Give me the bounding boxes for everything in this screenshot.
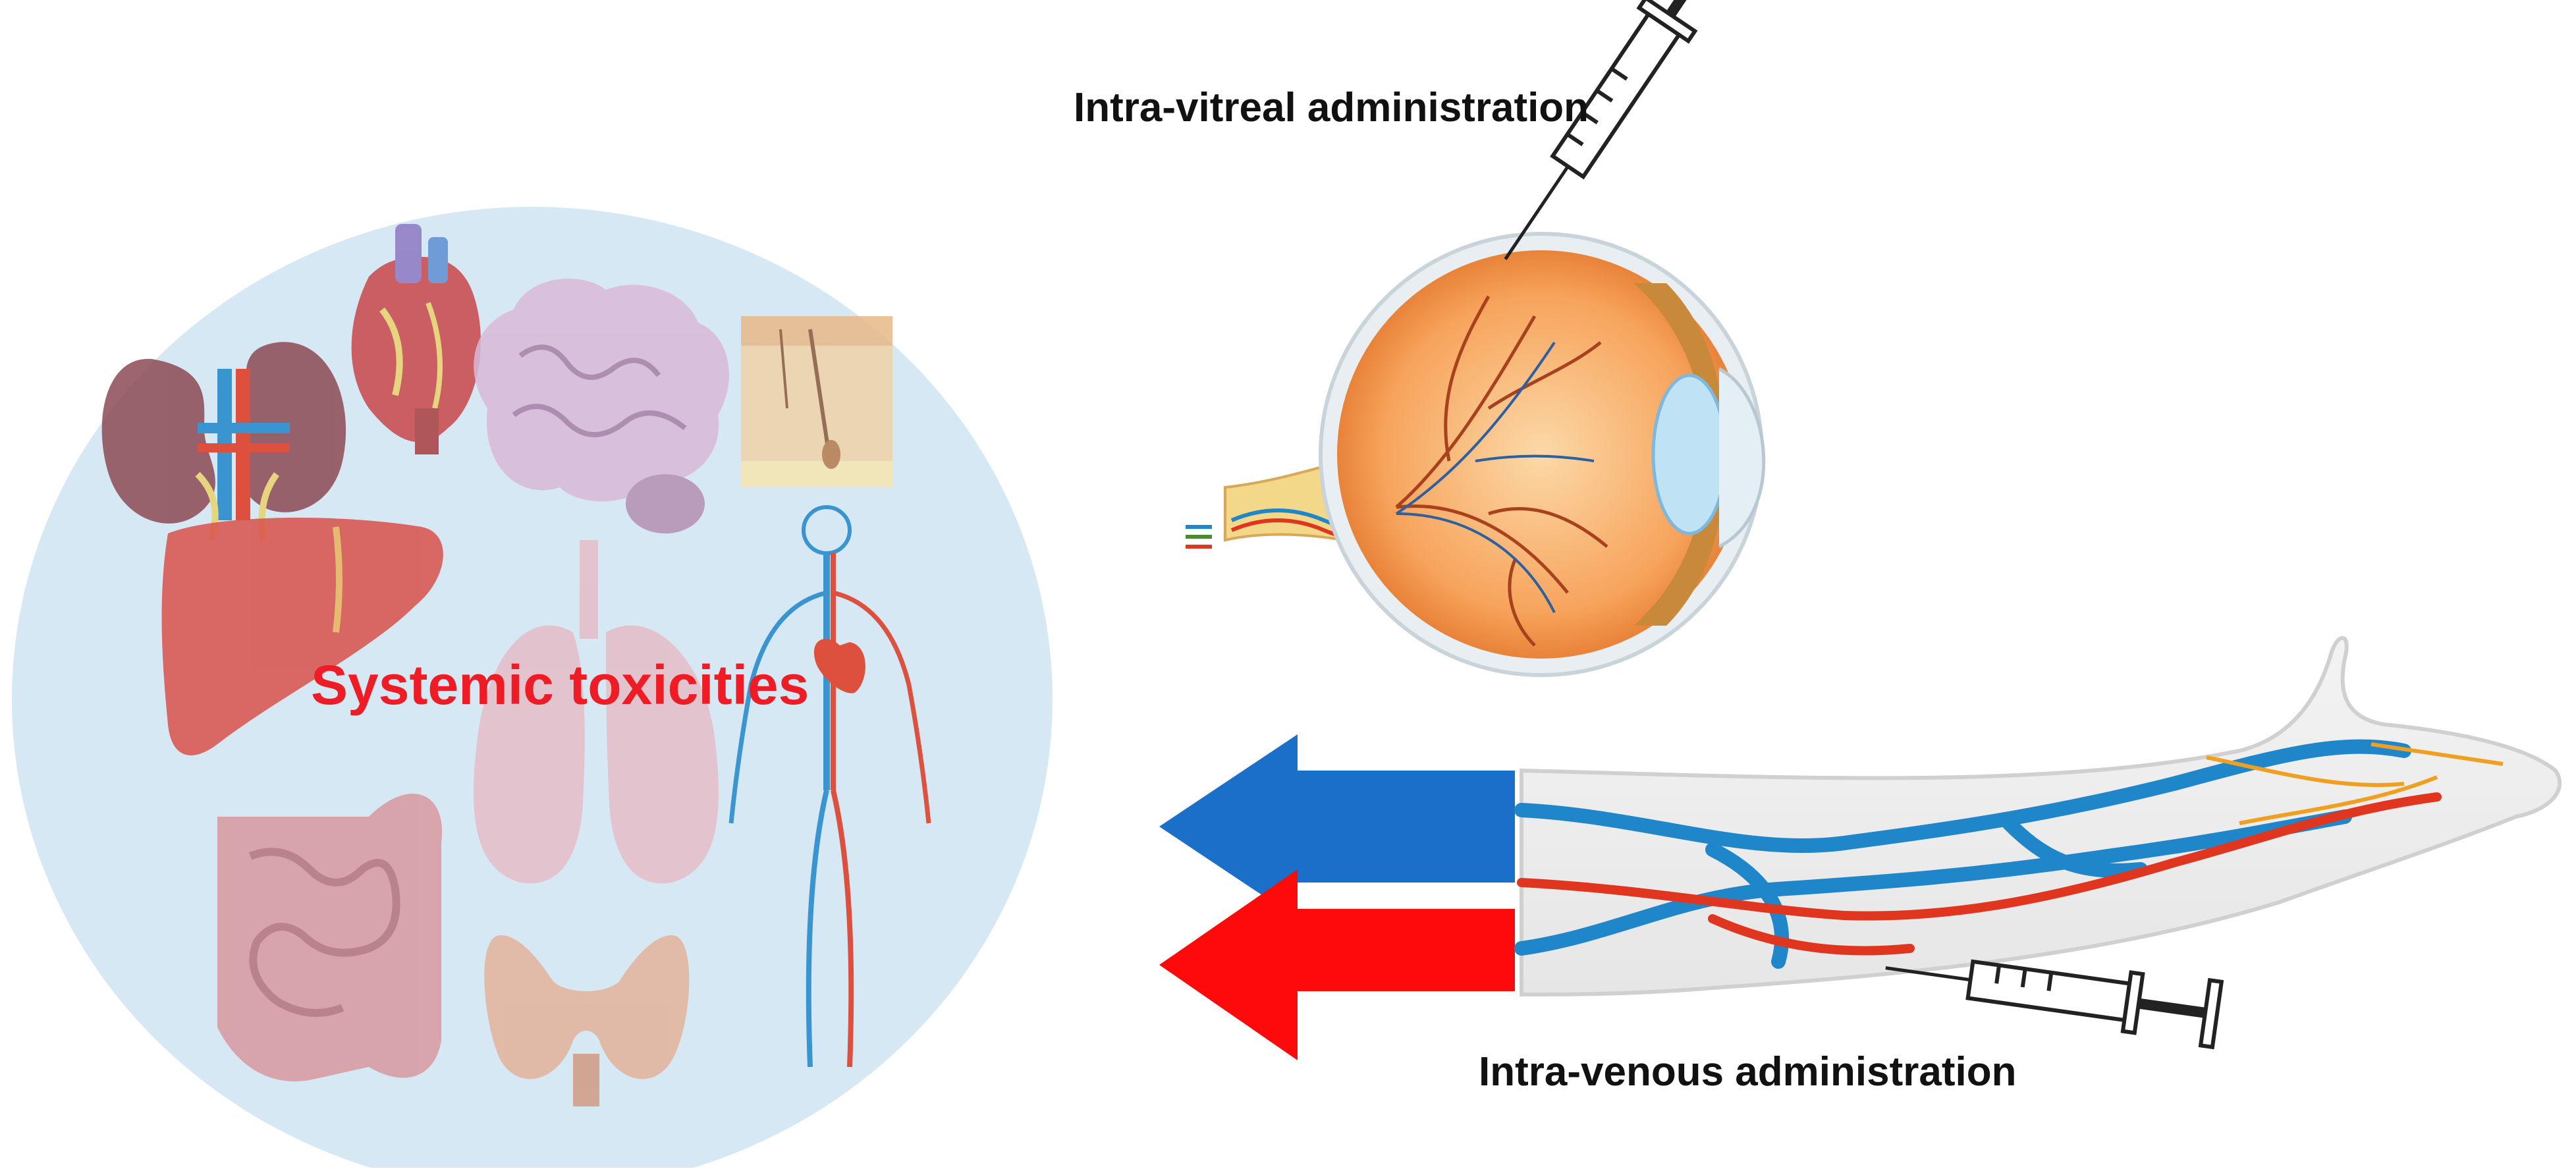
intra-vitreal-label: Intra-vitreal administration	[1074, 85, 1589, 130]
eye-icon	[1186, 232, 1766, 677]
heart-icon	[351, 224, 481, 454]
brain-icon	[474, 279, 729, 533]
blue-arrow	[1159, 734, 1515, 919]
intra-venous-label: Intra-venous administration	[1479, 1049, 2017, 1095]
red-arrow	[1159, 869, 1515, 1060]
eye-cornea	[1718, 367, 1766, 549]
systemic-organs-group	[12, 207, 1053, 1171]
flow-arrows	[1159, 734, 1515, 1060]
syringe-icon	[1885, 959, 2224, 1050]
arm-icon	[1514, 636, 2562, 997]
systemic-toxicities-label: Systemic toxicities	[311, 654, 809, 716]
eye-globe	[1337, 250, 1745, 659]
intestine-icon	[217, 794, 443, 1081]
eye-lens	[1651, 373, 1728, 535]
skin-icon	[741, 316, 892, 487]
retina-vessels	[1395, 295, 1608, 647]
eye-iris	[1633, 283, 1726, 626]
syringe-icon	[1504, 0, 1705, 260]
liver-icon	[161, 518, 443, 755]
lungs-icon	[473, 540, 719, 884]
thyroid-icon	[484, 935, 690, 1106]
circulatory-system-icon	[728, 505, 931, 1068]
